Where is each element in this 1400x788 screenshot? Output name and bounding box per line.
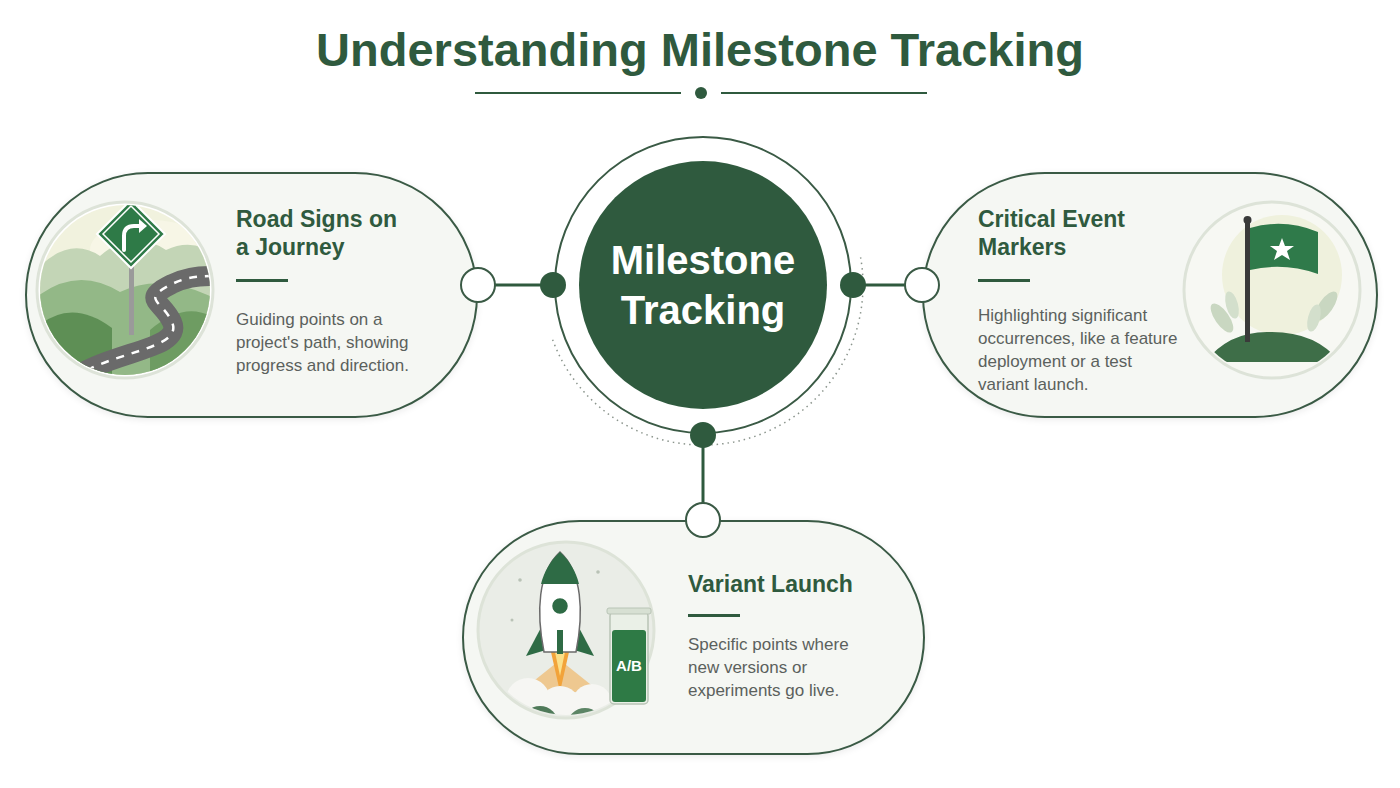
- joint-dot: [690, 422, 716, 448]
- hub-outline: [553, 135, 853, 435]
- connector-line: [478, 284, 553, 287]
- connector-line: [702, 435, 705, 520]
- card-description: Guiding points on a project's path, show…: [236, 308, 446, 377]
- mound: [1205, 332, 1340, 362]
- hub-title: Milestone Tracking: [588, 235, 818, 335]
- sparkle: [596, 570, 600, 574]
- flag-illustration: [1184, 202, 1360, 378]
- rocket-illustration: [478, 542, 654, 744]
- road-illustration: [37, 200, 214, 388]
- ornament-line: [721, 92, 927, 94]
- flag-star: [1270, 238, 1294, 260]
- sign-arrowhead: [139, 219, 147, 233]
- hub-disc: [579, 161, 827, 409]
- ornament-dot: [695, 87, 707, 99]
- leaf: [1223, 290, 1242, 320]
- card-description: Specific points where new versions or ex…: [688, 633, 873, 702]
- beaker-rim: [607, 608, 651, 614]
- beaker-glass: [610, 612, 648, 704]
- sign-arrow: [124, 226, 140, 250]
- rocket-fin: [557, 630, 563, 654]
- image-frame: [478, 542, 654, 718]
- road: [60, 276, 214, 388]
- road-sign: [97, 200, 165, 268]
- text-column: Variant LaunchSpecific points where new …: [688, 570, 888, 702]
- topic-card: Variant LaunchSpecific points where new …: [462, 520, 925, 755]
- ornament-line: [475, 92, 681, 94]
- text-column: Critical Event MarkersHighlighting signi…: [978, 205, 1178, 396]
- hub-ring: [555, 137, 851, 433]
- pole-cap: [1244, 216, 1252, 224]
- topic-card: Road Signs on a JourneyGuiding points on…: [25, 172, 478, 418]
- rocket-flame: [551, 652, 569, 692]
- joint-ring: [461, 268, 495, 302]
- leaf: [1207, 300, 1238, 336]
- card-heading: Critical Event Markers: [978, 205, 1163, 261]
- hub-text-wrap: Milestone Tracking: [553, 135, 853, 435]
- rocket-flame-core: [555, 652, 565, 676]
- card-heading: Variant Launch: [688, 570, 888, 598]
- smoke-cloud: [540, 686, 580, 726]
- front-hill: [38, 312, 112, 380]
- halo: [1222, 215, 1342, 335]
- connector-line: [853, 284, 922, 287]
- rocket-body: [540, 552, 581, 652]
- sky: [38, 203, 213, 378]
- far-hills: [38, 240, 214, 380]
- joint-dot: [540, 272, 566, 298]
- beaker-label: A/B: [610, 657, 648, 675]
- mid-hills: [38, 280, 214, 380]
- smoke-cloud: [506, 678, 550, 722]
- image-frame: [37, 202, 213, 378]
- road-marking: [60, 276, 214, 388]
- joint-ring: [905, 268, 939, 302]
- sign-pole: [129, 245, 134, 335]
- smoke-cloud: [572, 684, 612, 724]
- rocket-nose: [541, 552, 579, 584]
- sky-glow: [90, 220, 210, 280]
- smoke-cloud: [567, 708, 603, 744]
- road-sign-inner: [103, 206, 159, 262]
- image-frame: [1184, 202, 1360, 378]
- topic-card: Critical Event MarkersHighlighting signi…: [922, 172, 1378, 418]
- text-column: Road Signs on a JourneyGuiding points on…: [236, 205, 446, 377]
- heading-underline: [688, 614, 740, 617]
- heading-underline: [236, 279, 288, 282]
- joint-ring: [686, 503, 720, 537]
- front-hill: [150, 311, 214, 380]
- hub-circle: Milestone Tracking: [553, 135, 853, 435]
- rocket-fin: [526, 622, 546, 656]
- flag-pole: [1245, 222, 1250, 342]
- heading-underline: [978, 279, 1030, 282]
- exhaust-glow: [520, 660, 600, 692]
- joint-dot: [840, 272, 866, 298]
- card-description: Highlighting significant occurrences, li…: [978, 304, 1178, 396]
- smoke-cloud: [480, 694, 520, 734]
- rocket-fin: [574, 622, 594, 656]
- leaf: [1305, 303, 1324, 333]
- rocket-window: [551, 597, 569, 615]
- leaf: [1311, 288, 1342, 324]
- smoke-cloud: [522, 706, 558, 742]
- diagram-title: Understanding Milestone Tracking: [0, 22, 1400, 78]
- flag: [1250, 224, 1318, 274]
- sparkle: [518, 578, 522, 582]
- sparkle: [511, 619, 514, 622]
- card-heading: Road Signs on a Journey: [236, 205, 416, 261]
